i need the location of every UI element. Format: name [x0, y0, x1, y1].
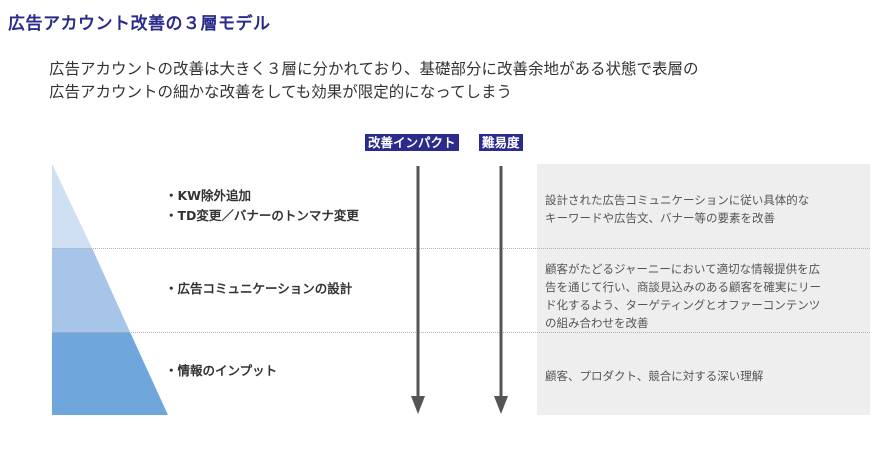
layer-2-description-line: 告を通じて行い、商談見込みのある顧客を確実にリー — [545, 280, 821, 294]
layer-3-description-line: 顧客、プロダクト、競合に対する深い理解 — [545, 369, 764, 383]
pyramid-layer-middle — [52, 248, 130, 332]
impact-header: 改善インパクト — [365, 134, 459, 151]
impact-arrow — [411, 166, 425, 414]
layer-divider-1 — [52, 248, 870, 249]
lead-text: 広告アカウントの改善は大きく３層に分かれており、基礎部分に改善余地がある状態で表… — [49, 58, 698, 104]
layer-1-item-2: ・TD変更／バナーのトンマナ変更 — [165, 208, 359, 223]
pyramid-layer-bottom — [52, 332, 168, 415]
layer-2-description-line: の組み合わせを改善 — [545, 316, 649, 330]
difficulty-arrow — [494, 166, 508, 414]
layer-1-description: 設計された広告コミュニケーションに従い具体的な キーワードや広告文、バナー等の要… — [545, 191, 863, 227]
layer-1-description-line: キーワードや広告文、バナー等の要素を改善 — [545, 211, 775, 225]
layer-3-items: ・情報のインプット — [165, 361, 277, 381]
layer-2-description-line: ド化するよう、ターゲティングとオファーコンテンツ — [545, 298, 821, 312]
layer-2-items: ・広告コミュニケーションの設計 — [165, 279, 352, 299]
layer-1-items: ・KW除外追加 ・TD変更／バナーのトンマナ変更 — [165, 186, 359, 226]
description-panel — [537, 164, 870, 415]
lead-line-1: 広告アカウントの改善は大きく３層に分かれており、基礎部分に改善余地がある状態で表… — [49, 60, 699, 78]
lead-line-2: 広告アカウントの細かな改善をしても効果が限定的になってしまう — [49, 83, 512, 101]
layer-3-description: 顧客、プロダクト、競合に対する深い理解 — [545, 367, 863, 385]
layer-1-item-1: ・KW除外追加 — [165, 188, 251, 203]
layer-3-item-1: ・情報のインプット — [165, 363, 278, 378]
difficulty-header: 難易度 — [479, 134, 523, 151]
layer-1-description-line: 設計された広告コミュニケーションに従い具体的な — [545, 193, 810, 207]
layer-2-item-1: ・広告コミュニケーションの設計 — [165, 281, 353, 296]
page-title: 広告アカウント改善の３層モデル — [8, 14, 271, 34]
pyramid-layer-top — [52, 164, 92, 248]
layer-divider-2 — [52, 332, 870, 333]
layer-2-description: 顧客がたどるジャーニーにおいて適切な情報提供を広 告を通じて行い、商談見込みのあ… — [545, 260, 863, 332]
layer-2-description-line: 顧客がたどるジャーニーにおいて適切な情報提供を広 — [545, 262, 821, 276]
